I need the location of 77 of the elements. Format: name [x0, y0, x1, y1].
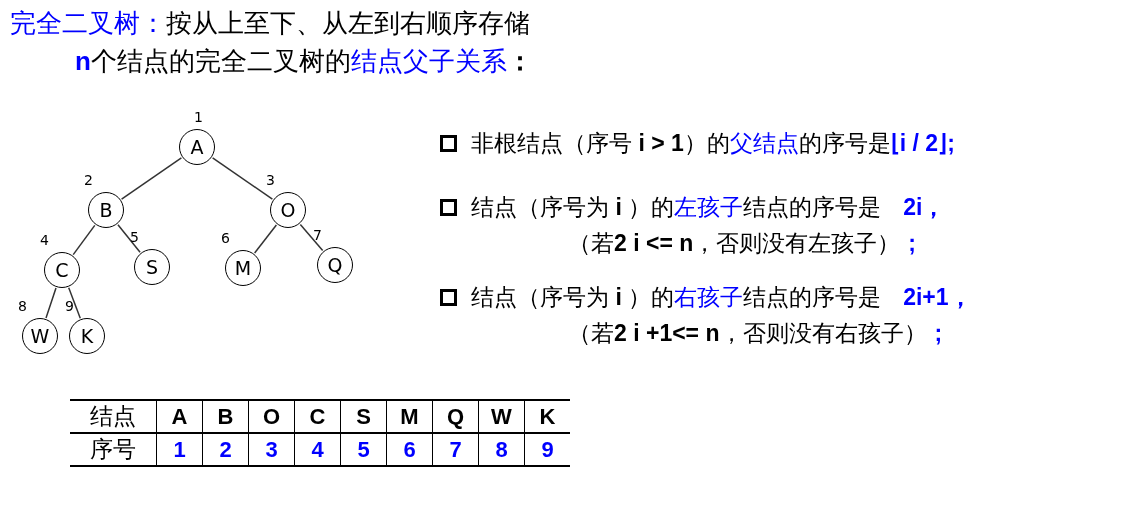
table-cell: 6 [386, 433, 433, 466]
table-cell: 1 [156, 433, 203, 466]
node-letter: W [30, 325, 50, 347]
text: 结点的序号是 [743, 283, 882, 312]
table-cell: 9 [524, 433, 570, 466]
node-index-number: 7 [313, 227, 322, 243]
tree-node-circle [225, 250, 261, 286]
table-cell: W [478, 400, 525, 433]
table-cell: 5 [340, 433, 387, 466]
text: 个结点的完全二叉树的 [90, 45, 351, 78]
table-cell: 4 [294, 433, 341, 466]
tree-edge [117, 224, 141, 253]
text: 父结点 [729, 129, 799, 158]
table-cell: 8 [478, 433, 525, 466]
table-cell: 3 [248, 433, 295, 466]
node-index-number: 6 [221, 230, 230, 246]
node-letter: K [80, 325, 94, 347]
table-cell: B [202, 400, 249, 433]
node-index-number: 3 [266, 172, 275, 188]
tree-edge [120, 157, 183, 200]
tree-node-circle [69, 318, 105, 354]
table-cell: A [156, 400, 203, 433]
text: ： [506, 45, 533, 78]
text: 非根结点（序号 i > 1）的 [471, 129, 730, 158]
node-index-number: 5 [130, 229, 139, 245]
table-cell: 2 [202, 433, 249, 466]
tree-edge [45, 287, 57, 319]
node-index-number: 9 [65, 298, 74, 314]
node-letter: Q [327, 254, 343, 276]
tree-edge [68, 287, 81, 319]
table-cell: C [294, 400, 341, 433]
tree-node-circle [134, 249, 170, 285]
text: 结点父子关系 [350, 45, 507, 78]
text: 2i， [903, 193, 946, 222]
tree-node-circle [179, 129, 215, 165]
tree-edge [253, 224, 278, 254]
node-letter: B [99, 199, 113, 221]
tree-edge [72, 224, 96, 256]
text: 完全二叉树： [10, 7, 166, 40]
tree-node-circle [44, 252, 80, 288]
text: 结点的序号是 [743, 193, 882, 222]
text: 的序号是 [798, 129, 891, 158]
tree-node-circle [22, 318, 58, 354]
node-letter: S [145, 256, 159, 278]
tree-edge [299, 223, 324, 252]
text: （若2 i <= n，否则没有左孩子） [568, 229, 901, 258]
text: n [75, 46, 91, 77]
text: 结点（序号为 i ）的 [471, 193, 675, 222]
table-cell: S [340, 400, 387, 433]
table-cell: Q [432, 400, 479, 433]
tree-node-circle [88, 192, 124, 228]
node-index-number: 2 [84, 172, 93, 188]
tree-node-circle [270, 192, 306, 228]
node-letter: M [234, 257, 252, 279]
node-letter: A [190, 136, 204, 158]
text: （若2 i +1<= n，否则没有右孩子） [568, 319, 927, 348]
tree-node-circle [317, 247, 353, 283]
node-index-number: 1 [194, 109, 203, 125]
text: 左孩子 [674, 193, 744, 222]
table-cell: K [524, 400, 570, 433]
table-cell: M [386, 400, 433, 433]
tree-edge [211, 157, 274, 200]
table-cell: 7 [432, 433, 479, 466]
text: 结点（序号为 i ）的 [471, 283, 675, 312]
table-row-header: 序号 [70, 433, 157, 466]
text: ⌊i / 2⌋; [890, 130, 955, 157]
text: ; [934, 320, 943, 347]
node-letter: O [280, 199, 296, 221]
text: 2i+1， [903, 283, 972, 312]
node-index-number: 8 [18, 298, 27, 314]
node-index-number: 4 [40, 232, 49, 248]
table-row-header: 结点 [70, 400, 157, 433]
table-cell: O [248, 400, 295, 433]
text: 按从上至下、从左到右顺序存储 [166, 7, 530, 40]
node-letter: C [55, 259, 69, 281]
text: ; [908, 230, 916, 257]
text: 右孩子 [674, 283, 744, 312]
